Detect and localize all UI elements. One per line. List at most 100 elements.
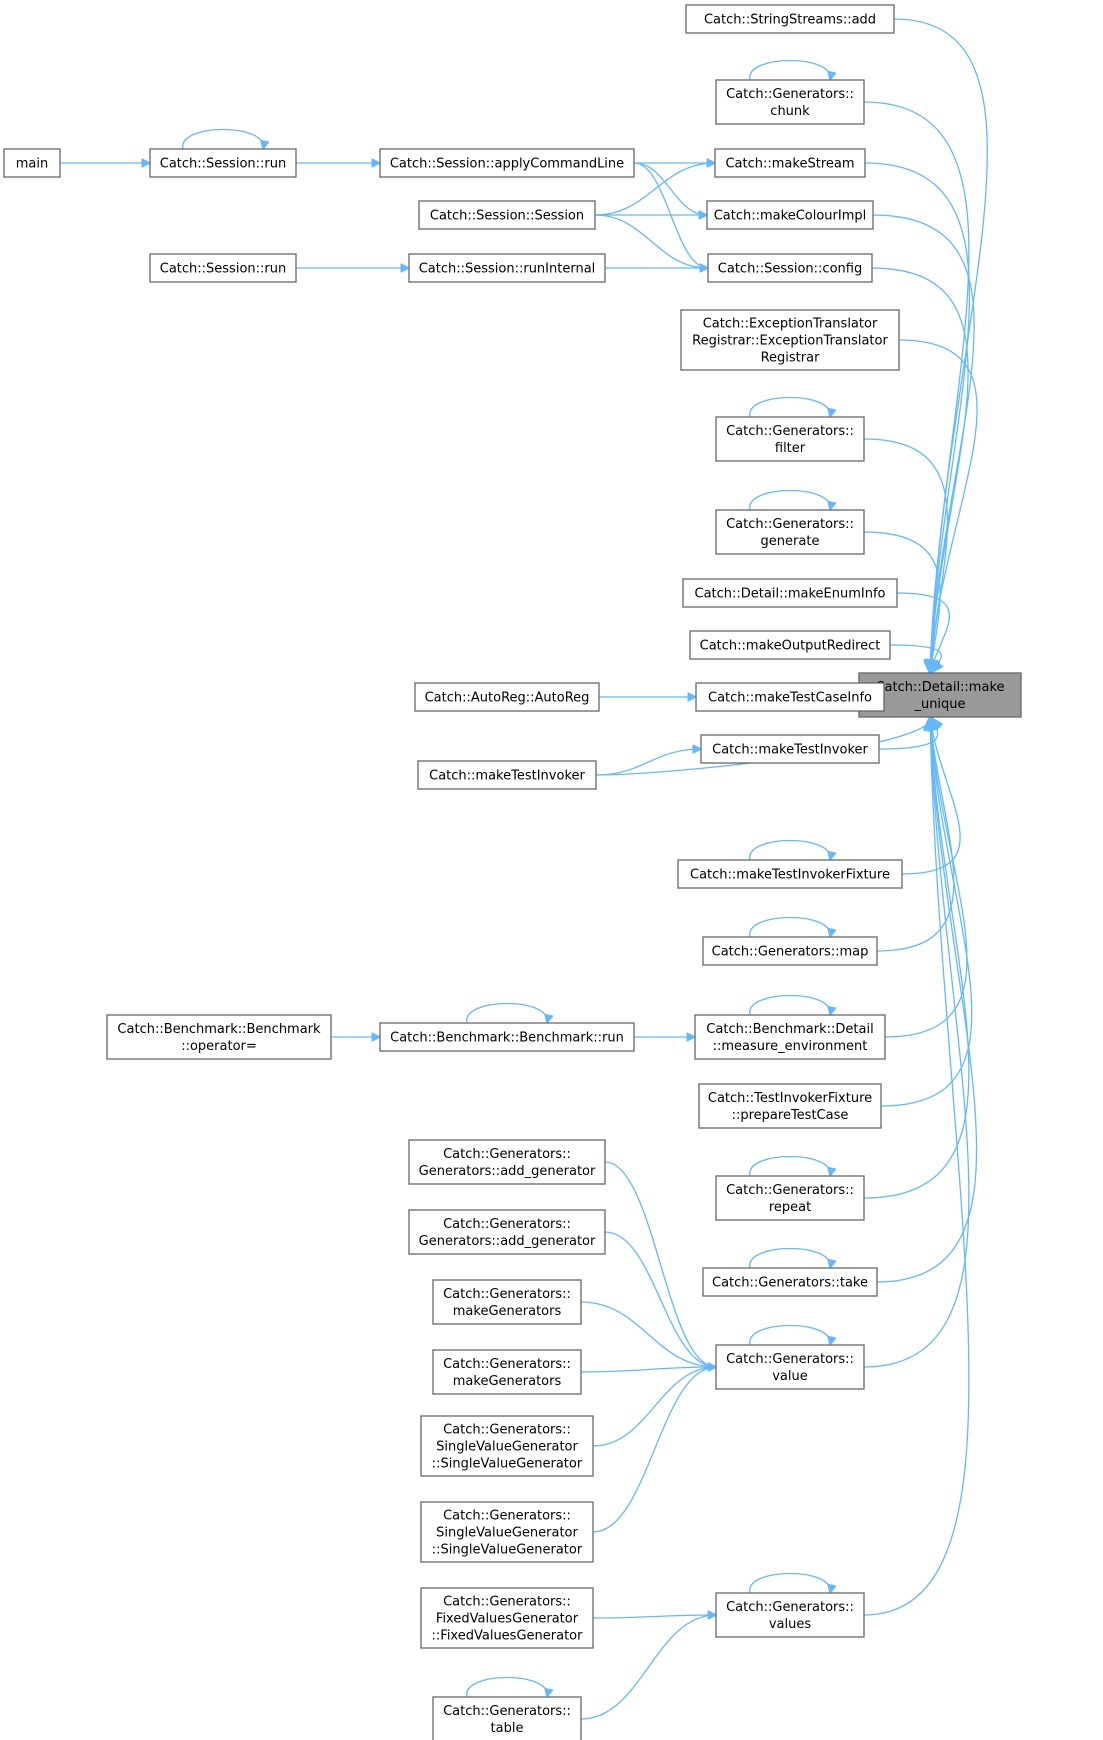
node-label: value	[772, 1369, 808, 1384]
node-session-ctor[interactable]: Catch::Session::Session	[418, 200, 596, 230]
node-make-test-invoker-fixture[interactable]: Catch::makeTestInvokerFixture	[677, 859, 903, 889]
node-value[interactable]: Catch::Generators::value	[715, 1344, 865, 1390]
node-chunk[interactable]: Catch::Generators::chunk	[715, 79, 865, 125]
edge-arrow	[749, 1247, 831, 1269]
node-box	[408, 1139, 606, 1185]
edge-arrow	[749, 1324, 831, 1346]
edge-arrow	[466, 1676, 548, 1698]
node-label: Catch::Generators::	[726, 424, 854, 439]
node-main[interactable]: main	[3, 148, 61, 178]
edge-arrow	[876, 717, 978, 1283]
edge-arrow	[889, 644, 941, 673]
node-box	[418, 200, 596, 230]
node-map[interactable]: Catch::Generators::map	[702, 936, 878, 966]
node-label: Catch::Detail::make	[875, 680, 1004, 695]
node-box	[420, 1501, 594, 1563]
node-config[interactable]: Catch::Session::config	[707, 253, 873, 283]
node-make-gens2[interactable]: Catch::Generators::makeGenerators	[432, 1349, 582, 1395]
node-label: Catch::Generators::	[726, 87, 854, 102]
node-label: values	[769, 1617, 812, 1632]
node-box	[715, 1175, 865, 1221]
node-box	[417, 760, 597, 790]
node-label: Registrar	[761, 351, 820, 366]
node-label: Registrar::ExceptionTranslator	[692, 334, 888, 349]
node-box	[149, 148, 297, 178]
edge-arrow	[749, 396, 831, 418]
edge-arrow	[592, 1615, 716, 1618]
node-label: Catch::Benchmark::Benchmark	[117, 1022, 321, 1037]
node-make-test-invoker2[interactable]: Catch::makeTestInvoker	[417, 760, 597, 790]
node-box	[432, 1279, 582, 1325]
node-repeat[interactable]: Catch::Generators::repeat	[715, 1175, 865, 1221]
node-add-gen2[interactable]: Catch::Generators::Generators::add_gener…	[408, 1209, 606, 1255]
edge-arrow	[182, 128, 264, 150]
node-box	[715, 416, 865, 462]
node-svg2[interactable]: Catch::Generators::SingleValueGenerator:…	[420, 1501, 594, 1563]
node-box	[714, 148, 866, 178]
edge-arrow	[749, 489, 831, 511]
node-label: Catch::Session::applyCommandLine	[390, 157, 624, 172]
node-ex-trans[interactable]: Catch::ExceptionTranslatorRegistrar::Exc…	[680, 309, 900, 371]
node-session-run1[interactable]: Catch::Session::run	[149, 148, 297, 178]
edge-arrow	[749, 916, 831, 938]
edge-arrow	[633, 162, 707, 215]
edge-arrow	[580, 1301, 716, 1367]
node-generate[interactable]: Catch::Generators::generate	[715, 509, 865, 555]
node-fvg[interactable]: Catch::Generators::FixedValuesGenerator:…	[420, 1587, 594, 1649]
node-label: Catch::TestInvokerFixture	[708, 1091, 872, 1106]
node-make-output-redirect[interactable]: Catch::makeOutputRedirect	[689, 630, 891, 660]
node-box	[3, 148, 61, 178]
node-prepare-test-case[interactable]: Catch::TestInvokerFixture::prepareTestCa…	[698, 1083, 882, 1129]
node-make-enum-info[interactable]: Catch::Detail::makeEnumInfo	[682, 578, 898, 608]
node-svg1[interactable]: Catch::Generators::SingleValueGenerator:…	[420, 1415, 594, 1477]
node-label: Catch::Generators::	[726, 1352, 854, 1367]
node-box	[695, 682, 885, 712]
node-label: Catch::Generators::	[443, 1509, 571, 1524]
node-box	[689, 630, 891, 660]
node-label: Catch::makeTestInvoker	[712, 743, 868, 758]
node-measure_env[interactable]: Catch::Benchmark::Detail::measure_enviro…	[694, 1014, 886, 1060]
node-label: generate	[761, 534, 820, 549]
node-label: filter	[775, 441, 806, 456]
node-label: Catch::StringStreams::add	[704, 13, 876, 28]
node-filter[interactable]: Catch::Generators::filter	[715, 416, 865, 462]
node-take[interactable]: Catch::Generators::take	[702, 1267, 878, 1297]
node-table[interactable]: Catch::Generators::table	[432, 1696, 582, 1740]
node-add[interactable]: Catch::StringStreams::add	[685, 4, 895, 34]
node-make-test-case-info[interactable]: Catch::makeTestCaseInfo	[695, 682, 885, 712]
node-label: Catch::makeColourImpl	[714, 209, 867, 224]
edge-arrow	[594, 214, 708, 268]
node-auto-reg[interactable]: Catch::AutoReg::AutoReg	[414, 682, 600, 712]
node-label: Catch::Session::Session	[430, 209, 584, 224]
node-label: main	[16, 157, 48, 172]
edge-arrow	[592, 1367, 716, 1447]
node-box	[379, 1022, 635, 1052]
node-add-gen1[interactable]: Catch::Generators::Generators::add_gener…	[408, 1139, 606, 1185]
edge-arrow	[871, 267, 969, 673]
node-box	[106, 1014, 332, 1060]
node-values[interactable]: Catch::Generators::values	[715, 1592, 865, 1638]
node-label: chunk	[770, 104, 810, 119]
node-label: ::SingleValueGenerator	[432, 1457, 583, 1472]
node-make-gens1[interactable]: Catch::Generators::makeGenerators	[432, 1279, 582, 1325]
edge-arrow	[749, 994, 831, 1016]
node-run-internal[interactable]: Catch::Session::runInternal	[408, 253, 606, 283]
node-box	[715, 1344, 865, 1390]
node-make-stream[interactable]: Catch::makeStream	[714, 148, 866, 178]
node-box	[680, 309, 900, 371]
node-session-run2[interactable]: Catch::Session::run	[149, 253, 297, 283]
edge-arrow	[592, 1367, 716, 1533]
edge-arrow	[580, 1615, 716, 1720]
node-bench-run[interactable]: Catch::Benchmark::Benchmark::run	[379, 1022, 635, 1052]
node-label: Catch::makeTestInvokerFixture	[690, 868, 890, 883]
node-label: Catch::Benchmark::Detail	[706, 1022, 873, 1037]
node-make-test-invoker1[interactable]: Catch::makeTestInvoker	[700, 734, 880, 764]
node-apply-cmd[interactable]: Catch::Session::applyCommandLine	[379, 148, 635, 178]
node-make_unique[interactable]: Catch::Detail::make_unique	[858, 672, 1022, 718]
node-label: Catch::makeStream	[725, 157, 854, 172]
node-label: Catch::Generators::	[443, 1147, 571, 1162]
node-label: ::SingleValueGenerator	[432, 1543, 583, 1558]
node-bench-op[interactable]: Catch::Benchmark::Benchmark::operator=	[106, 1014, 332, 1060]
node-make-colour-impl[interactable]: Catch::makeColourImpl	[706, 200, 874, 230]
node-label: Catch::makeTestInvoker	[429, 769, 585, 784]
